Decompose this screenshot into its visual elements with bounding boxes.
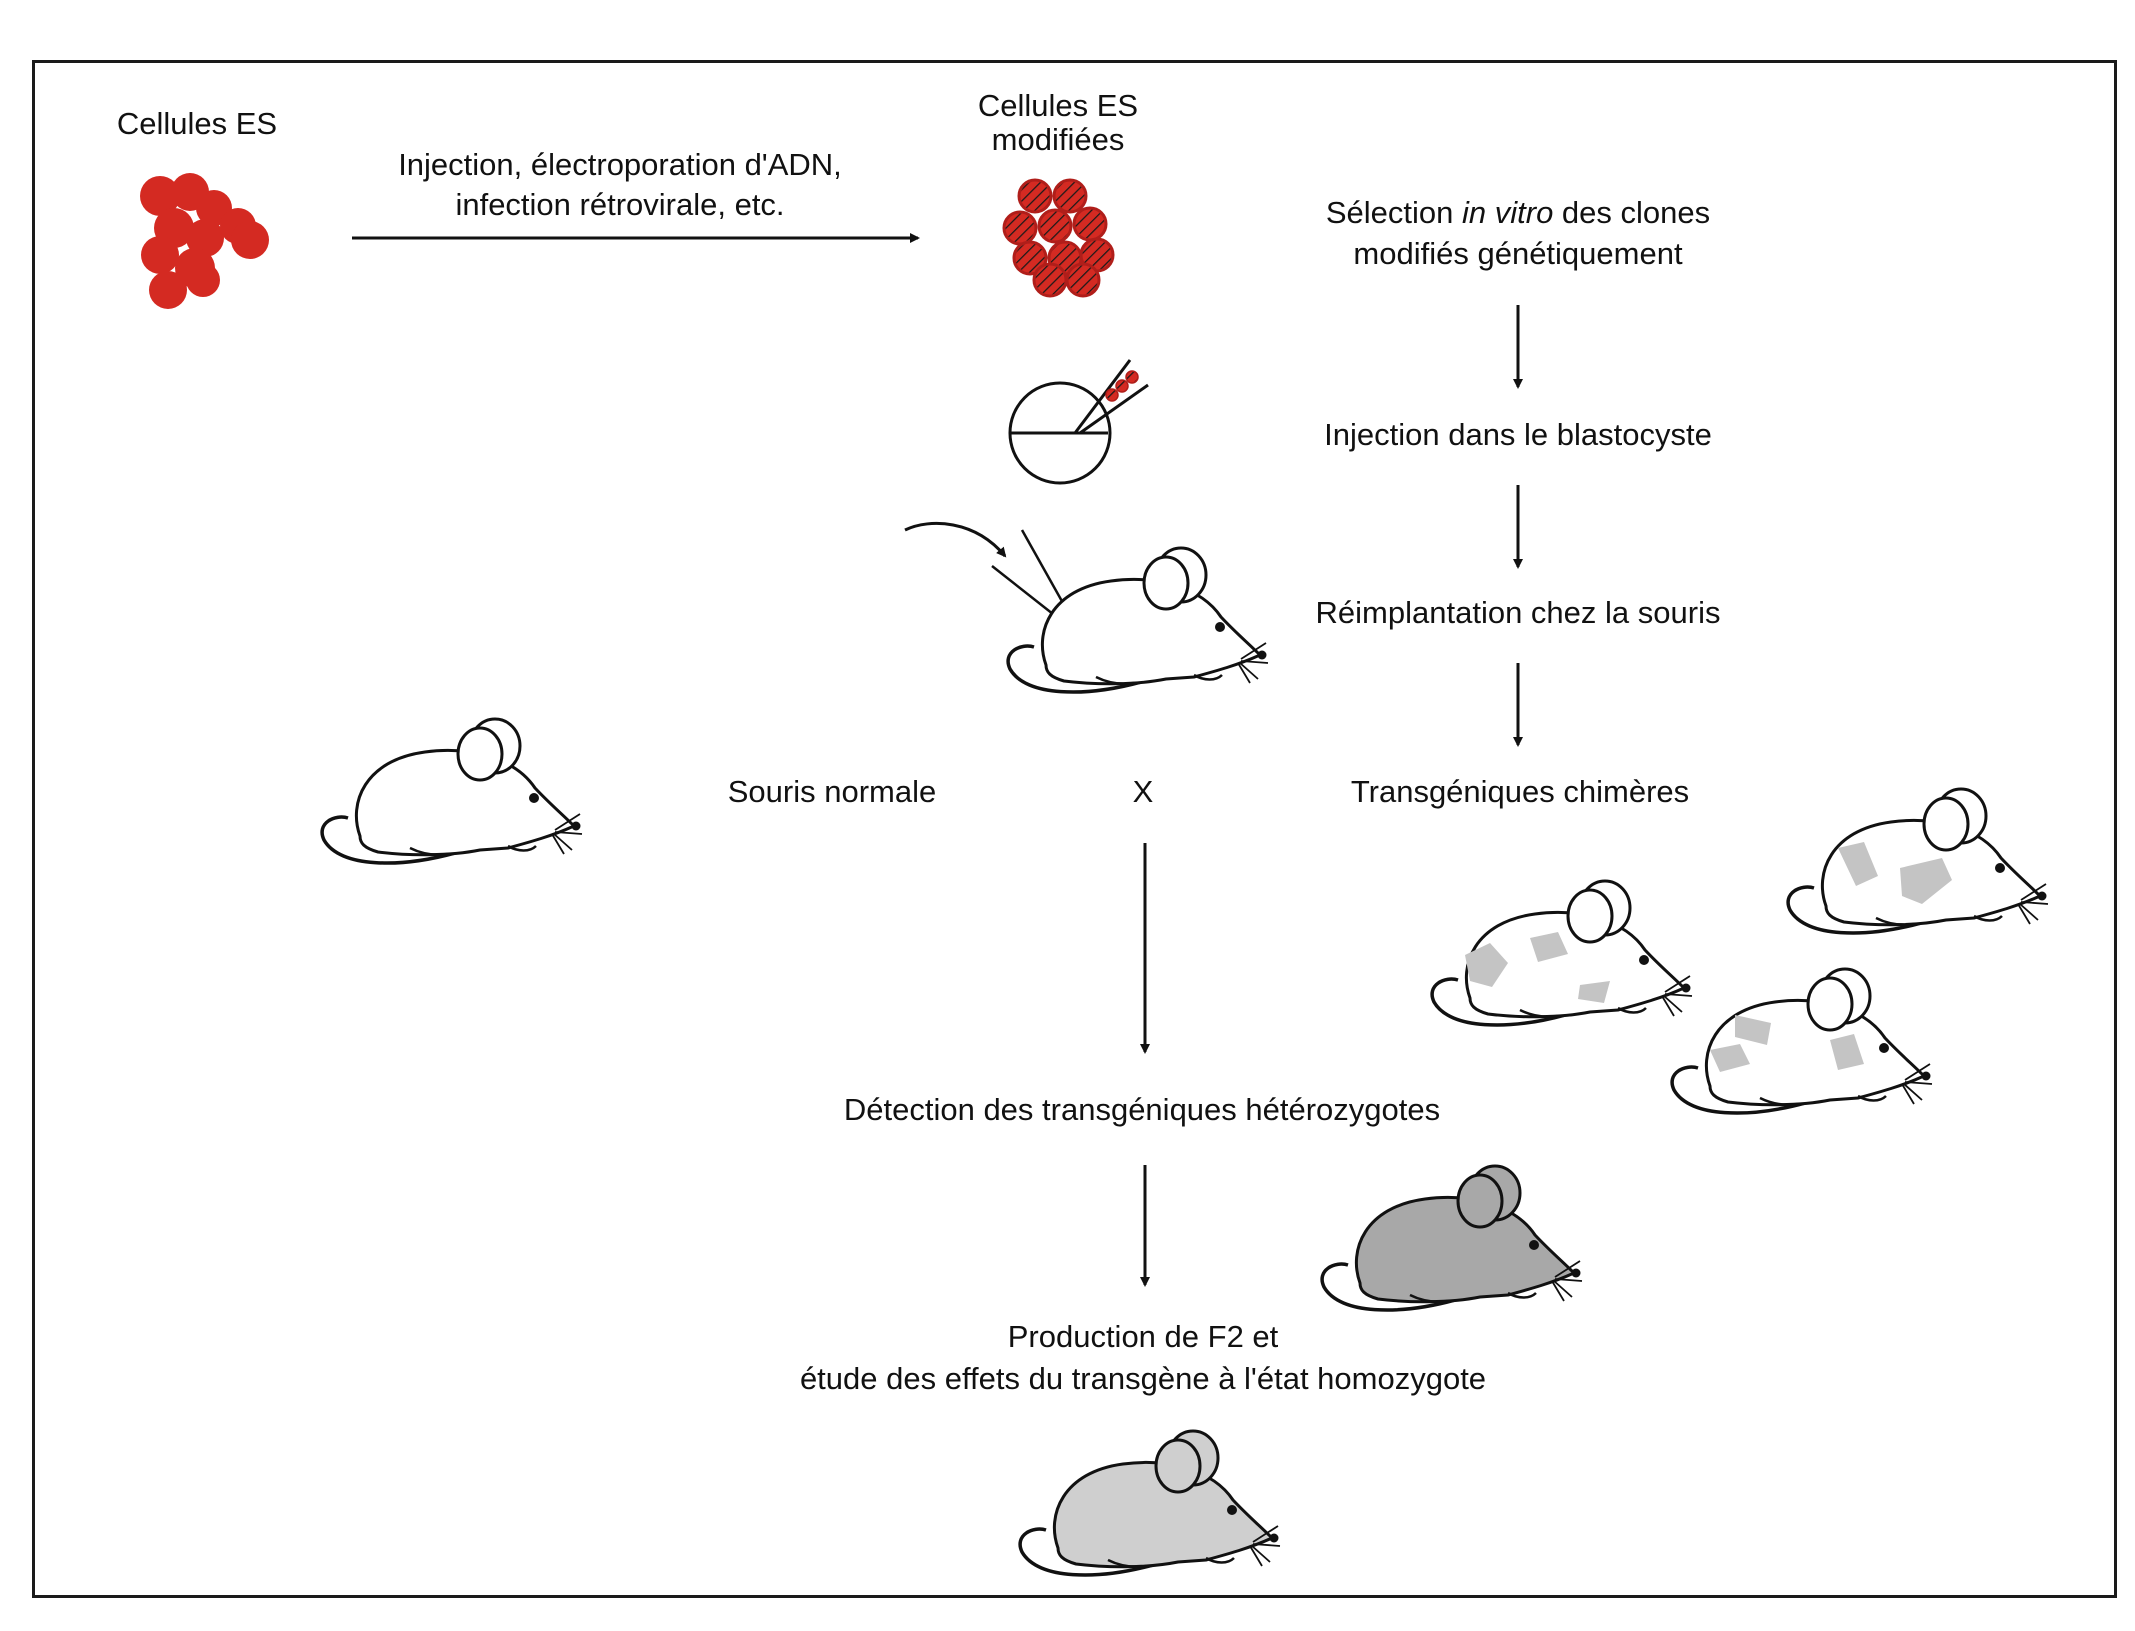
es-cell-cluster bbox=[140, 173, 269, 309]
figure-frame bbox=[32, 60, 2117, 1598]
recipient-mouse-icon bbox=[1006, 546, 1270, 694]
heterozygote-mouse-icon bbox=[1320, 1164, 1584, 1312]
detection-label: Détection des transgéniques hétérozygote… bbox=[843, 1092, 1441, 1127]
modified-es-label-line2: modifiées bbox=[991, 122, 1125, 157]
chimeric-transgenics-label: Transgéniques chimères bbox=[1350, 774, 1690, 809]
homozygote-mouse-icon bbox=[1018, 1429, 1282, 1577]
normal-mouse-label: Souris normale bbox=[727, 774, 937, 809]
injection-blastocyst-label: Injection dans le blastocyste bbox=[1324, 417, 1712, 452]
transfer-methods-label-line1: Injection, électroporation d'ADN, bbox=[398, 147, 842, 182]
implant-curved-arrow bbox=[904, 521, 1007, 558]
transfer-methods-label-line2: infection rétrovirale, etc. bbox=[455, 187, 785, 222]
selection-label-line1: Sélection in vitro des clones bbox=[1325, 195, 1711, 230]
normal-mouse-icon bbox=[320, 717, 584, 865]
reimplantation-label: Réimplantation chez la souris bbox=[1315, 595, 1721, 630]
blastocyst-with-pipette bbox=[1008, 359, 1149, 485]
chimera-mouse-2-icon bbox=[1786, 787, 2050, 935]
production-label-line1: Production de F2 et bbox=[1007, 1319, 1279, 1354]
cross-symbol: X bbox=[1132, 774, 1154, 809]
chimera-mouse-3-icon bbox=[1670, 967, 1934, 1115]
modified-es-label-line1: Cellules ES bbox=[977, 88, 1139, 123]
production-label-line2: étude des effets du transgène à l'état h… bbox=[799, 1361, 1487, 1396]
es-cells-label: Cellules ES bbox=[116, 106, 278, 141]
modified-es-cell-cluster bbox=[1002, 178, 1115, 298]
chimera-mouse-1-icon bbox=[1430, 879, 1694, 1027]
selection-label-line2: modifiés génétiquement bbox=[1353, 236, 1683, 271]
